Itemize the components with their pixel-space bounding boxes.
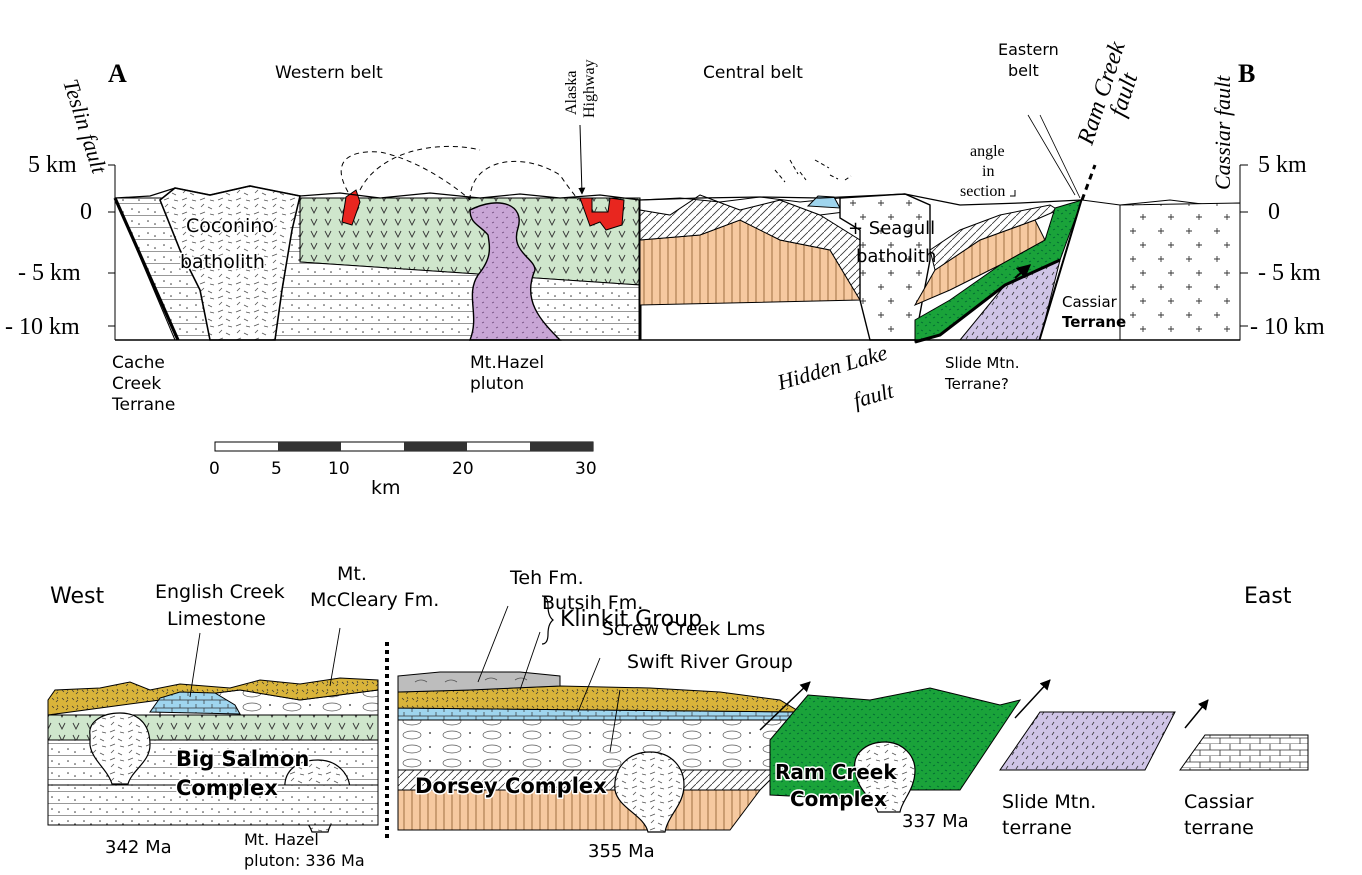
ram-creek-fault-projection bbox=[1082, 165, 1095, 200]
cache-creek-3: Terrane bbox=[111, 395, 175, 415]
slide-mtn-terrane-2: terrane bbox=[1002, 817, 1072, 839]
cassiar-block-strat bbox=[1180, 700, 1308, 770]
western-belt-label: Western belt bbox=[275, 63, 383, 83]
west-block bbox=[115, 146, 640, 340]
english-creek-1: English Creek bbox=[155, 581, 285, 603]
coconino-label-2: batholith bbox=[180, 251, 265, 273]
slide-mtn-block bbox=[1000, 680, 1175, 770]
alaska-highway-2: Highway bbox=[581, 59, 598, 118]
scale-tick-5: 5 bbox=[271, 459, 282, 479]
eastern-belt-line2: belt bbox=[1008, 61, 1039, 80]
scale-tick-30: 30 bbox=[575, 459, 597, 479]
alaska-highway-arrow bbox=[580, 125, 582, 194]
slide-mtn-lavender-block bbox=[1000, 712, 1175, 770]
angle-in-section-1: angle bbox=[970, 143, 1005, 160]
mt-hazel-age-1: Mt. Hazel bbox=[244, 830, 319, 849]
depth-axis-right bbox=[1240, 165, 1248, 340]
coconino-label-1: Coconino bbox=[186, 215, 274, 237]
seagull-label-2: batholith bbox=[856, 246, 936, 267]
angle-in-section-2: in bbox=[982, 163, 994, 180]
slide-mtn-2: Terrane? bbox=[944, 375, 1009, 393]
slide-mtn-terrane-1: Slide Mtn. bbox=[1002, 791, 1096, 813]
end-label-b: B bbox=[1238, 59, 1255, 88]
ram-creek-1: Ram Creek bbox=[775, 760, 897, 784]
depth-right-0: 0 bbox=[1268, 199, 1280, 225]
scale-tick-20: 20 bbox=[452, 459, 474, 479]
eastern-belt-leaders bbox=[1028, 115, 1080, 198]
mt-hazel-age-2: pluton: 336 Ma bbox=[244, 851, 365, 870]
alaska-highway-1: Alaska bbox=[563, 71, 580, 115]
big-salmon-2: Complex bbox=[176, 776, 278, 800]
depth-axis-left bbox=[108, 165, 115, 340]
cassiar-terrane-2: Terrane bbox=[1062, 313, 1126, 331]
scale-bar: 0 5 10 20 30 km bbox=[209, 442, 597, 499]
mt-mccleary-1: Mt. bbox=[337, 563, 367, 585]
age-342: 342 Ma bbox=[105, 837, 172, 858]
depth-left-m5: - 5 km bbox=[18, 260, 81, 286]
swift-river: Swift River Group bbox=[627, 651, 793, 673]
cassiar-terrane-1: Cassiar bbox=[1062, 293, 1118, 311]
projected-traces bbox=[341, 146, 578, 200]
swift-river-ovals bbox=[398, 720, 810, 770]
central-projected-traces bbox=[775, 160, 851, 182]
cassiar-fault-label: Cassiar fault bbox=[1210, 75, 1235, 190]
cassiar-brick-block bbox=[1180, 735, 1308, 770]
central-column bbox=[398, 672, 820, 832]
depth-right-5: 5 km bbox=[1258, 152, 1307, 178]
mt-hazel-1: Mt.Hazel bbox=[470, 353, 544, 373]
cassiar-terrane-1-strat: Cassiar bbox=[1184, 791, 1254, 813]
ram-creek-2: Complex bbox=[790, 787, 887, 811]
east-label: East bbox=[1244, 584, 1292, 609]
angle-bracket bbox=[1010, 190, 1015, 196]
cassiar-plus-block bbox=[1120, 203, 1240, 340]
mt-mccleary-2: McCleary Fm. bbox=[310, 589, 439, 611]
scale-tick-0: 0 bbox=[209, 459, 220, 479]
slide-mtn-1: Slide Mtn. bbox=[945, 354, 1019, 372]
english-creek-2: Limestone bbox=[167, 608, 266, 630]
mccleary-leader bbox=[330, 628, 340, 686]
scale-unit: km bbox=[371, 477, 401, 499]
teh-leader bbox=[478, 606, 508, 682]
eastern-belt-line1: Eastern bbox=[998, 40, 1059, 59]
seagull-label-1: + Seagull bbox=[848, 218, 935, 239]
mt-hazel-2: pluton bbox=[470, 374, 524, 394]
cassiar-terrane-2-strat: terrane bbox=[1184, 817, 1254, 839]
cache-creek-1: Cache bbox=[112, 353, 165, 373]
angle-in-section-3: section bbox=[960, 183, 1005, 200]
dorsey-complex: Dorsey Complex bbox=[415, 774, 607, 798]
depth-right-m10: - 10 km bbox=[1250, 314, 1325, 340]
klinkit-group: Klinkit Group bbox=[560, 607, 702, 632]
depth-right-m5: - 5 km bbox=[1258, 260, 1321, 286]
end-label-a: A bbox=[108, 59, 127, 88]
depth-left-5: 5 km bbox=[28, 152, 77, 178]
scale-tick-10: 10 bbox=[328, 459, 350, 479]
depth-left-m10: - 10 km bbox=[5, 314, 80, 340]
age-355: 355 Ma bbox=[588, 841, 655, 862]
cache-creek-2: Creek bbox=[112, 374, 161, 394]
age-337: 337 Ma bbox=[902, 811, 969, 832]
central-belt-label: Central belt bbox=[703, 63, 803, 83]
depth-left-0: 0 bbox=[80, 199, 92, 225]
teh-fm: Teh Fm. bbox=[509, 567, 584, 589]
big-salmon-1: Big Salmon bbox=[176, 747, 309, 771]
thrust-arrow-3 bbox=[1185, 700, 1208, 728]
hidden-lake-fault-line2: fault bbox=[850, 377, 897, 412]
west-label: West bbox=[50, 584, 104, 609]
